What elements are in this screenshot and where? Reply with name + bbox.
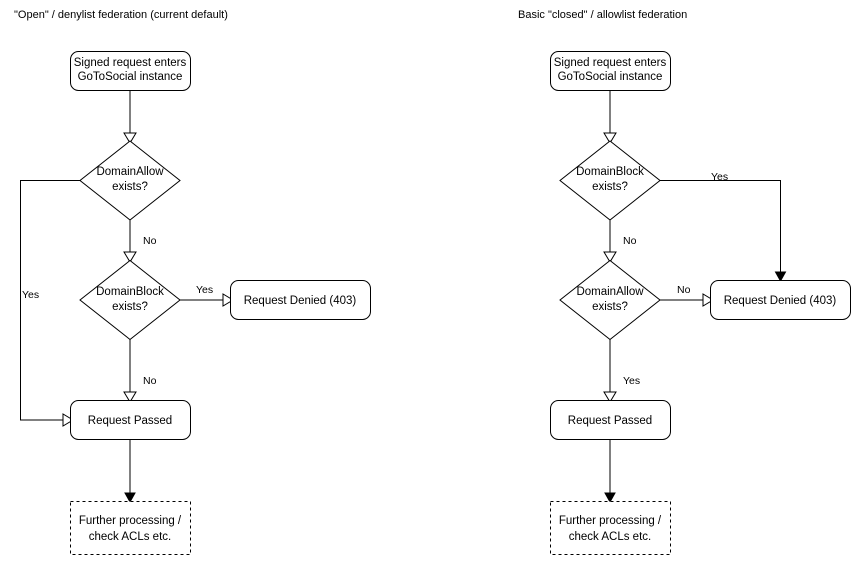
arrowhead-domainblock-yes-right xyxy=(774,271,787,283)
node-further-processing-left-line1: Further processing / xyxy=(79,515,182,527)
node-request-denied-left-label: Request Denied (403) xyxy=(244,295,357,307)
arrowhead-domainblock-no-left xyxy=(123,391,137,403)
node-domainallow-left-line1: DomainAllow xyxy=(96,166,164,178)
node-request-denied-right-label: Request Denied (403) xyxy=(724,295,837,307)
node-further-processing-right[interactable]: Further processing / check ACLs etc. xyxy=(550,501,671,555)
node-request-denied-left-shape[interactable] xyxy=(230,280,371,320)
diagram-open-denylist: "Open" / denylist federation (current de… xyxy=(14,9,371,555)
node-domainallow-right-shape[interactable] xyxy=(559,259,661,341)
edge-label-domainallow-yes-right: Yes xyxy=(623,375,640,387)
edge-domainallow-yes-left xyxy=(20,180,80,421)
node-domainallow-right-line2: exists? xyxy=(592,301,628,313)
edge-label-domainallow-no-right: No xyxy=(677,284,691,296)
node-signed-request-left-line1: Signed request enters xyxy=(74,57,187,69)
diagram-title-open-denylist: "Open" / denylist federation (current de… xyxy=(14,9,228,21)
node-request-denied-right[interactable]: Request Denied (403) xyxy=(710,280,851,320)
node-domainblock-left-line1: DomainBlock xyxy=(96,286,164,298)
edge-label-domainallow-yes-left: Yes xyxy=(22,289,39,301)
node-request-passed-left[interactable]: Request Passed xyxy=(70,400,191,440)
node-further-processing-left[interactable]: Further processing / check ACLs etc. xyxy=(70,501,191,555)
node-domainblock-left-shape[interactable] xyxy=(79,259,181,341)
edge-domainblock-yes-right xyxy=(660,180,781,273)
arrowhead-domainallow-no-left xyxy=(123,251,137,263)
node-domainblock-right-line1: DomainBlock xyxy=(576,166,644,178)
node-further-processing-left-shape[interactable] xyxy=(70,501,191,555)
node-further-processing-left-line2: check ACLs etc. xyxy=(89,531,171,543)
node-domainblock-right[interactable]: DomainBlock exists? xyxy=(559,140,661,221)
edge-label-domainblock-yes-left: Yes xyxy=(196,284,213,296)
arrowhead-domainblock-yes-left xyxy=(222,293,234,307)
node-domainallow-right-line1: DomainAllow xyxy=(576,286,644,298)
node-signed-request-left-line2: GoToSocial instance xyxy=(78,71,183,83)
node-request-passed-right[interactable]: Request Passed xyxy=(550,400,671,440)
node-signed-request-right-line2: GoToSocial instance xyxy=(558,71,663,83)
diagram-title-closed-allowlist: Basic "closed" / allowlist federation xyxy=(518,9,687,21)
node-domainallow-right[interactable]: DomainAllow exists? xyxy=(559,259,661,341)
node-further-processing-right-line1: Further processing / xyxy=(559,515,662,527)
arrowhead-domainallow-yes-right xyxy=(603,391,617,403)
node-signed-request-left[interactable]: Signed request enters GoToSocial instanc… xyxy=(70,51,191,91)
arrowhead-passed-to-further-right xyxy=(604,492,616,504)
edge-label-domainblock-no-right: No xyxy=(623,235,637,247)
node-further-processing-right-line2: check ACLs etc. xyxy=(569,531,651,543)
arrowhead-domainblock-no-right xyxy=(603,251,617,263)
node-domainallow-left[interactable]: DomainAllow exists? xyxy=(79,140,181,221)
arrowhead-start-to-domainblock-right xyxy=(603,132,617,144)
arrowhead-domainallow-no-right xyxy=(702,293,714,307)
node-signed-request-right-line1: Signed request enters xyxy=(554,57,667,69)
node-signed-request-right[interactable]: Signed request enters GoToSocial instanc… xyxy=(550,51,671,91)
node-domainblock-right-line2: exists? xyxy=(592,181,628,193)
arrowhead-domainallow-yes-left xyxy=(62,413,74,427)
node-domainallow-left-line2: exists? xyxy=(112,181,148,193)
node-domainblock-left[interactable]: DomainBlock exists? xyxy=(79,259,181,341)
node-request-passed-left-label: Request Passed xyxy=(88,415,172,427)
edge-label-domainallow-no-left: No xyxy=(143,235,157,247)
node-further-processing-right-shape[interactable] xyxy=(550,501,671,555)
edge-label-domainblock-yes-right: Yes xyxy=(711,171,728,183)
arrowhead-start-to-domainallow-left xyxy=(123,132,137,144)
edge-label-domainblock-no-left: No xyxy=(143,375,157,387)
arrowhead-passed-to-further-left xyxy=(124,492,136,504)
node-domainblock-left-line2: exists? xyxy=(112,301,148,313)
diagram-closed-allowlist: Basic "closed" / allowlist federation Si… xyxy=(518,9,851,555)
node-request-passed-right-label: Request Passed xyxy=(568,415,652,427)
node-request-denied-left[interactable]: Request Denied (403) xyxy=(230,280,371,320)
